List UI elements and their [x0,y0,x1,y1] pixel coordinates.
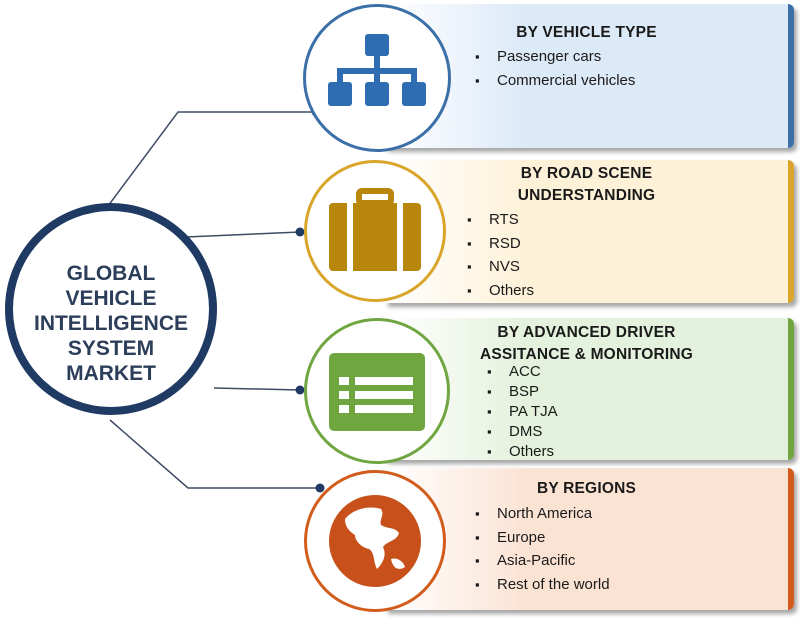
list-item: Asia-Pacific [475,549,610,573]
segment-item-list: Passenger cars Commercial vehicles [475,45,635,92]
list-item: Commercial vehicles [475,69,635,93]
segment-title: BY ROAD SCENE UNDERSTANDING [517,165,656,204]
segment-panel-road-scene: BY ROAD SCENE UNDERSTANDING RTS RSD NVS … [385,160,794,303]
central-market-circle: GLOBAL VEHICLE INTELLIGENCE SYSTEM MARKE… [5,203,217,415]
connector-dot-4 [315,483,325,493]
list-item: Others [467,279,534,303]
list-item: NVS [467,255,534,279]
icon-circle-regions [304,470,446,612]
list-item: PA TJA [487,402,558,422]
list-item: North America [475,502,610,526]
central-title: GLOBAL VEHICLE INTELLIGENCE SYSTEM MARKE… [33,262,188,385]
list-item: ACC [487,362,558,382]
list-item: DMS [487,422,558,442]
segment-title: BY VEHICLE TYPE [516,24,657,41]
segment-item-list: RTS RSD NVS Others [467,208,534,302]
list-item: RTS [467,208,534,232]
list-item: Rest of the world [475,573,610,597]
segment-title: BY ADVANCED DRIVER ASSITANCE & MONITORIN… [479,324,694,363]
hierarchy-icon [328,34,426,106]
segment-item-list: ACC BSP PA TJA DMS Others [487,362,558,462]
icon-circle-adas [304,318,450,464]
icon-circle-road-scene [304,160,446,302]
segment-item-list: North America Europe Asia-Pacific Rest o… [475,502,610,596]
connector-2 [185,231,301,238]
list-item: Passenger cars [475,45,635,69]
list-item: Others [487,442,558,462]
segment-panel-adas: BY ADVANCED DRIVER ASSITANCE & MONITORIN… [385,318,794,462]
connector-dot-2 [295,227,305,237]
list-window-icon [329,353,425,431]
list-item: Europe [475,526,610,550]
list-item: BSP [487,382,558,402]
segment-panel-vehicle-type: BY VEHICLE TYPE Passenger cars Commercia… [385,4,794,148]
globe-icon [329,495,421,587]
connector-1 [107,111,316,207]
connector-4 [109,419,320,489]
icon-circle-vehicle-type [303,4,451,152]
list-item: RSD [467,232,534,256]
segment-panel-regions: BY REGIONS North America Europe Asia-Pac… [385,468,794,610]
briefcase-icon [329,188,421,271]
segment-title: BY REGIONS [536,480,637,497]
connector-dot-3 [295,385,305,395]
connector-3 [213,387,301,391]
